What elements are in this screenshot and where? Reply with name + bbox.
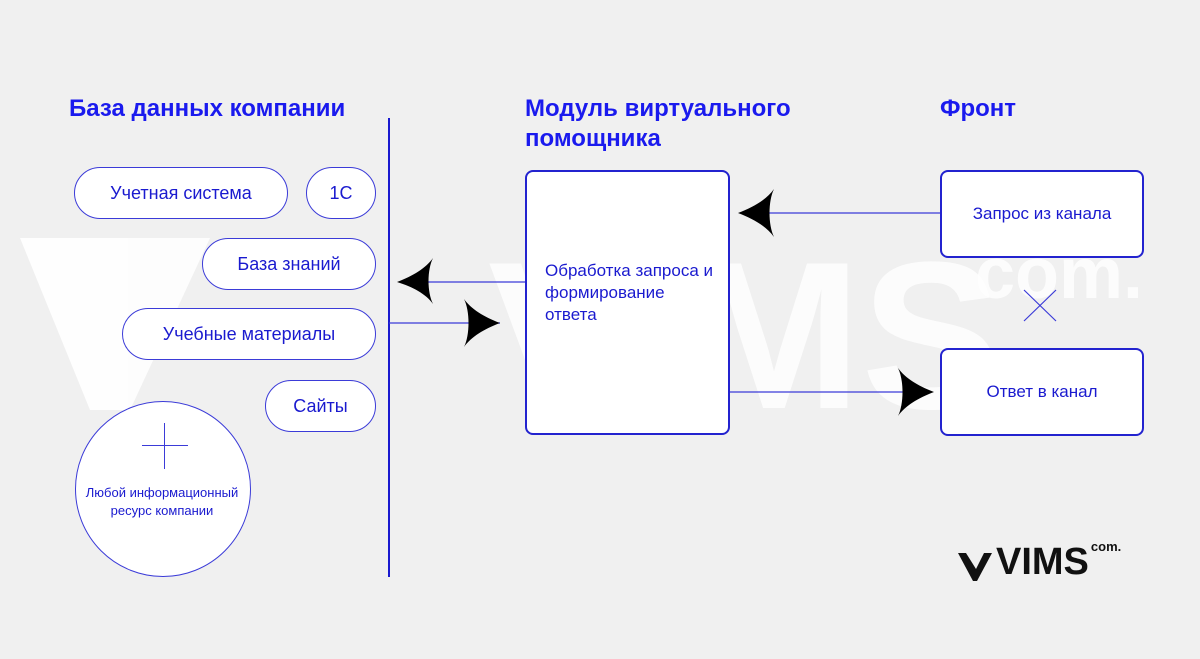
db-item-knowledge-base-label: База знаний (237, 253, 341, 274)
db-item-sites-label: Сайты (293, 395, 348, 416)
plus-icon-vertical (164, 423, 165, 469)
database-heading: База данных компании (69, 95, 346, 122)
module-heading: Модуль виртуального помощника (525, 95, 791, 152)
db-item-any-resource: Любой информационный ресурс компании (75, 401, 251, 577)
db-item-accounting: Учетная система (74, 167, 288, 219)
db-item-1c: 1С (306, 167, 376, 219)
module-process-box: Обработка запроса и формирование ответа (525, 170, 730, 435)
plus-icon (142, 445, 188, 446)
module-process-text: Обработка запроса и формирование ответа (545, 261, 713, 324)
db-item-sites: Сайты (265, 380, 376, 432)
front-response-box: Ответ в канал (940, 348, 1144, 436)
vims-logo: VIMS com. (958, 539, 1122, 583)
vims-chevron-logo-icon (958, 553, 992, 581)
db-item-training: Учебные материалы (122, 308, 376, 360)
db-item-any-resource-label: Любой информационный ресурс компании (85, 485, 239, 518)
db-item-accounting-label: Учетная система (110, 182, 252, 203)
logo-name: VIMS (996, 541, 1089, 583)
vims-chevron-watermark-icon (20, 238, 210, 410)
front-request-label: Запрос из канала (972, 204, 1112, 223)
db-item-knowledge-base: База знаний (202, 238, 376, 290)
logo-suffix: com. (1090, 539, 1122, 554)
front-request-box: Запрос из канала (940, 170, 1144, 258)
front-heading: Фронт (940, 95, 1017, 122)
front-response-label: Ответ в канал (986, 382, 1098, 401)
db-item-training-label: Учебные материалы (162, 323, 336, 344)
db-item-1c-label: 1С (329, 182, 353, 203)
